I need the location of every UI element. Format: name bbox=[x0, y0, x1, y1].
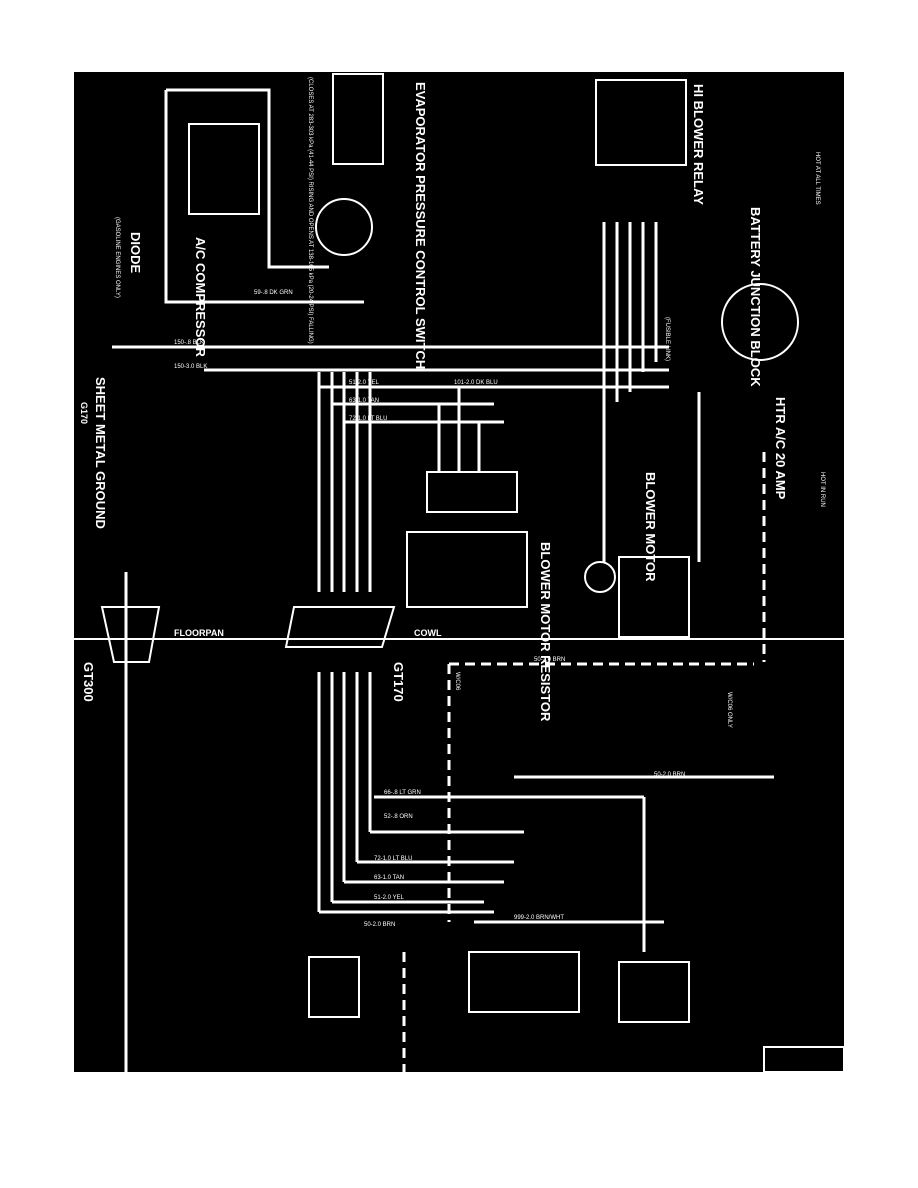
wc06-note: W/C06 bbox=[454, 672, 460, 691]
wc06-only-note: W/C06 ONLY bbox=[726, 692, 732, 728]
ground-id: G170 bbox=[79, 402, 89, 425]
wire-label: 50-2.0 BRN bbox=[534, 657, 566, 663]
battery-junction-block-label: BATTERY JUNCTION BLOCK bbox=[748, 207, 763, 387]
fusible-link-note: (FUSIBLE LINK) bbox=[664, 317, 670, 362]
wire-label: 999-2.0 BRN/WHT bbox=[514, 915, 565, 921]
blower-motor-label: BLOWER MOTOR bbox=[643, 472, 658, 582]
wire-label: 150-3.0 BLK bbox=[174, 364, 208, 370]
wire-label: 63-1.0 TAN bbox=[349, 398, 380, 404]
wire-label: 52-.8 ORN bbox=[384, 814, 413, 820]
cowl-label: COWL bbox=[414, 628, 442, 638]
gt170-label: GT170 bbox=[391, 662, 406, 702]
diode-note: (GASOLINE ENGINES ONLY) bbox=[114, 217, 120, 298]
wire-label: 72-1.0 LT BLU bbox=[349, 416, 388, 422]
wire-label: 50-2.0 BRN bbox=[654, 772, 686, 778]
wire-label: 101-2.0 DK BLU bbox=[454, 380, 498, 386]
ac-compressor-label: A/C COMPRESSOR bbox=[193, 237, 208, 357]
wire-label: 50-2.0 BRN bbox=[364, 922, 396, 928]
wire-label: 72-1.0 LT BLU bbox=[374, 856, 413, 862]
wire-label: 51-2.0 YEL bbox=[349, 380, 379, 386]
hot-at-all-times-label: HOT AT ALL TIMES bbox=[814, 152, 820, 205]
blower-motor-resistor-label: BLOWER MOTOR RESISTOR bbox=[538, 542, 553, 722]
htr-ac-fuse-label: HTR A/C 20 AMP bbox=[773, 397, 788, 500]
diode-label: DIODE bbox=[128, 232, 143, 274]
evaporator-note: (CLOSES AT 283-303 kPa (41-44 PSI) RISIN… bbox=[307, 77, 313, 344]
wire-label: 63-1.0 TAN bbox=[374, 875, 405, 881]
floorpan-label: FLOORPAN bbox=[174, 628, 224, 638]
evaporator-switch-label: EVAPORATOR PRESSURE CONTROL SWITCH bbox=[413, 82, 428, 370]
gt300-label: GT300 bbox=[81, 662, 96, 702]
wiring-lines bbox=[74, 73, 844, 1072]
wire-label: 59-.8 DK GRN bbox=[254, 290, 293, 296]
sheet-metal-ground-label: SHEET METAL GROUND bbox=[93, 377, 108, 529]
wire-label: 66-.8 LT GRN bbox=[384, 790, 421, 796]
wire-label: 150-.8 BLK bbox=[174, 340, 205, 346]
hot-in-run-label: HOT IN RUN bbox=[819, 472, 825, 507]
wire-label: 51-2.0 YEL bbox=[374, 895, 404, 901]
hi-blower-relay-label: HI BLOWER RELAY bbox=[691, 84, 706, 205]
wiring-diagram: EVAPORATOR PRESSURE CONTROL SWITCH (CLOS… bbox=[74, 72, 844, 1072]
